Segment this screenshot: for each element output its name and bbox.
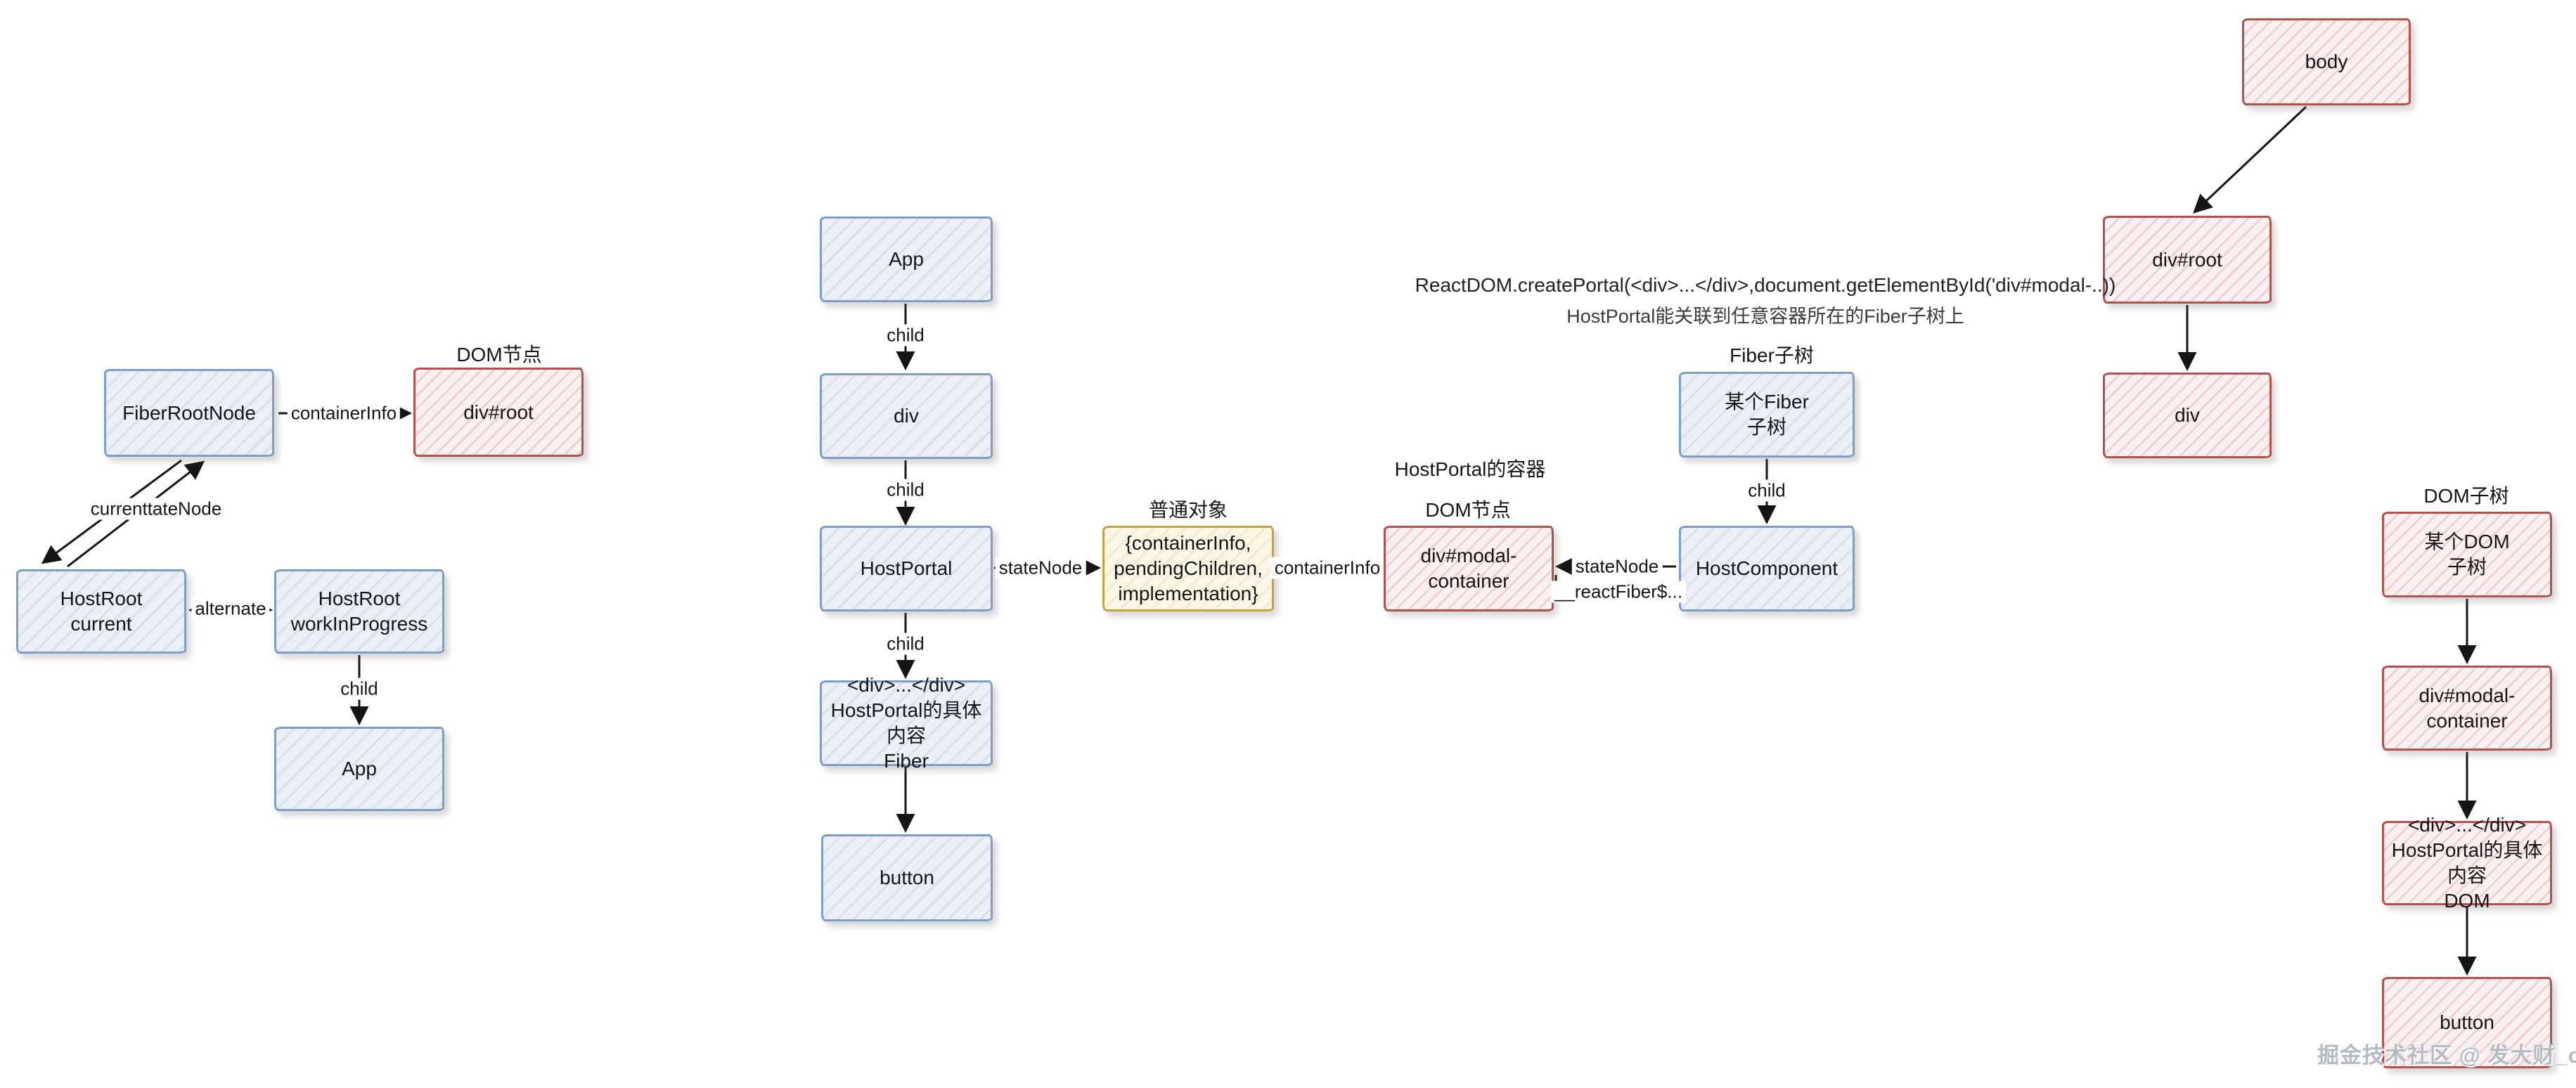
- edge-child-fiber-subtree: child: [1744, 479, 1789, 502]
- edge-child-mid-1: child: [883, 324, 928, 347]
- node-modal-container-right: div#modal-container: [2382, 666, 2552, 751]
- annotation-line1: ReactDOM.createPortal(<div>...</div>,doc…: [1415, 274, 2116, 296]
- hostportal-container-label: HostPortal的容器: [1394, 458, 1546, 480]
- dom-node-label-left: DOM节点: [456, 344, 542, 365]
- annotation-block: ReactDOM.createPortal(<div>...</div>,doc…: [1410, 274, 2120, 328]
- annotation-line2: HostPortal能关联到任意容器所在的Fiber子树上: [1566, 306, 1964, 327]
- edge-currenttate-node: currenttateNode: [86, 498, 226, 520]
- ordinary-object-label: 普通对象: [1148, 499, 1228, 521]
- edge-alternate: alternate: [191, 597, 270, 620]
- node-button-mid: button: [821, 834, 993, 921]
- arrow-body-divroot: [2193, 105, 2307, 214]
- edge-state-node-right: stateNode: [1571, 555, 1663, 578]
- node-host-component: HostComponent: [1679, 526, 1855, 611]
- watermark-text: 掘金技术社区 @ 发大财_chd: [2317, 1043, 2576, 1068]
- node-host-root-current: HostRoot current: [16, 569, 186, 654]
- node-fiber-root-node: FiberRootNode: [104, 369, 274, 457]
- node-app-mid: App: [820, 216, 993, 302]
- node-host-portal: HostPortal: [820, 526, 993, 611]
- node-fiber-content: <div>...</div> HostPortal的具体内容 Fiber: [820, 674, 993, 772]
- dom-node-label-mid: DOM节点: [1425, 499, 1511, 521]
- edge-child-left: child: [337, 678, 382, 700]
- node-some-dom: 某个DOM 子树: [2382, 512, 2552, 597]
- node-body: body: [2242, 18, 2411, 105]
- node-modal-container: div#modal-container: [1384, 526, 1554, 611]
- edge-container-info-mid: containerInfo: [1270, 557, 1384, 579]
- edge-child-mid-3: child: [883, 633, 928, 655]
- node-some-fiber: 某个Fiber 子树: [1679, 372, 1855, 458]
- edge-container-info-left: containerInfo: [287, 402, 401, 425]
- node-div-root-left: div#root: [413, 368, 584, 457]
- node-app-left: App: [274, 727, 444, 811]
- node-div-root-right: div#root: [2103, 216, 2272, 304]
- dom-subtree-label: DOM子树: [2423, 485, 2509, 507]
- node-button-right: button: [2382, 977, 2552, 1068]
- edge-state-node-left: stateNode: [995, 557, 1086, 579]
- node-portal-object: {containerInfo, pendingChildren, impleme…: [1102, 526, 1274, 611]
- edge-react-fiber: __reactFiber$...: [1550, 581, 1687, 603]
- node-div-mid: div: [820, 373, 993, 459]
- edge-child-mid-2: child: [883, 479, 928, 501]
- node-host-root-wip: HostRoot workInProgress: [274, 569, 444, 654]
- node-dom-content: <div>...</div> HostPortal的具体内容 DOM: [2382, 814, 2552, 912]
- node-div-right: div: [2103, 373, 2272, 458]
- fiber-subtree-label: Fiber子树: [1730, 344, 1814, 366]
